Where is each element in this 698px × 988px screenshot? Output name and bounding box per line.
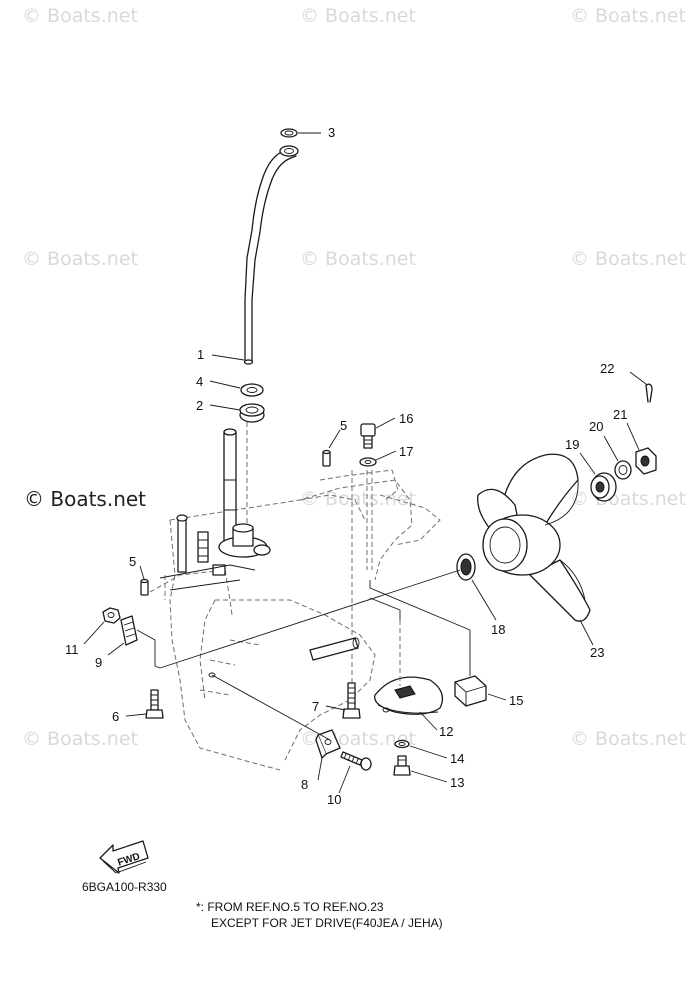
bolt-7 — [342, 682, 361, 719]
watermark: © Boats.net — [300, 488, 416, 510]
drive-shaft — [159, 428, 271, 591]
dowel-pin-top — [322, 449, 331, 467]
grommet — [280, 128, 298, 138]
callout-1: 1 — [197, 347, 204, 362]
cotter-pin-22 — [645, 383, 653, 403]
callout-14: 14 — [450, 751, 464, 766]
bolt-16 — [360, 423, 376, 449]
watermark: © Boats.net — [570, 5, 686, 27]
callout-11: 11 — [65, 642, 79, 657]
thrust-washer-18 — [159, 553, 476, 669]
bolt-6 — [145, 689, 164, 719]
callout-10: 10 — [327, 792, 341, 807]
watermark: © Boats.net — [570, 728, 686, 750]
anode-15 — [369, 580, 487, 707]
callout-7: 7 — [312, 699, 319, 714]
leader-lines — [83, 132, 647, 794]
screw-10 — [340, 751, 372, 771]
watermark: © Boats.net — [22, 248, 138, 270]
watermark: © Boats.net — [300, 248, 416, 270]
drawing-code: 6BGA100-R330 — [82, 880, 167, 894]
lower-casing — [149, 469, 441, 771]
watermark: © Boats.net — [300, 5, 416, 27]
watermark-dark: © Boats.net — [24, 487, 146, 511]
callout-4: 4 — [196, 374, 203, 389]
grommet-9 — [120, 615, 161, 669]
washer-20 — [614, 460, 632, 480]
fwd-arrow: FWD — [99, 840, 149, 874]
callout-8: 8 — [301, 777, 308, 792]
castle-nut-21 — [635, 447, 657, 475]
propeller-23 — [477, 453, 591, 622]
callout-19: 19 — [565, 437, 579, 452]
bolt-13 — [393, 755, 411, 776]
callout-12: 12 — [439, 724, 453, 739]
watermark: © Boats.net — [570, 488, 686, 510]
callout-17: 17 — [399, 444, 413, 459]
callout-5-left: 5 — [129, 554, 136, 569]
watermark: © Boats.net — [22, 728, 138, 750]
propeller-shaft — [309, 637, 360, 661]
spacer-19 — [590, 472, 617, 502]
callout-13: 13 — [450, 775, 464, 790]
callout-22: 22 — [600, 361, 614, 376]
watermark: © Boats.net — [570, 248, 686, 270]
callouts: 3 1 4 2 5 16 17 5 11 9 6 7 8 10 12 14 13… — [65, 125, 627, 807]
callout-23: 23 — [590, 645, 604, 660]
note-line-1: *: FROM REF.NO.5 TO REF.NO.23 — [196, 900, 384, 914]
dowel-pin-left — [140, 578, 149, 596]
callout-3: 3 — [328, 125, 335, 140]
washer-14 — [394, 739, 410, 749]
callout-6: 6 — [112, 709, 119, 724]
callout-20: 20 — [589, 419, 603, 434]
washer-17 — [359, 457, 377, 467]
nut-11 — [102, 607, 121, 624]
watermark: © Boats.net — [22, 5, 138, 27]
callout-5-top: 5 — [340, 418, 347, 433]
callout-9: 9 — [95, 655, 102, 670]
watermarks: © Boats.net © Boats.net © Boats.net © Bo… — [22, 5, 686, 750]
callout-18: 18 — [491, 622, 505, 637]
callout-2: 2 — [196, 398, 203, 413]
callout-15: 15 — [509, 693, 523, 708]
note-line-2: EXCEPT FOR JET DRIVE(F40JEA / JEHA) — [211, 916, 443, 930]
callout-21: 21 — [613, 407, 627, 422]
callout-16: 16 — [399, 411, 413, 426]
water-tube — [243, 145, 299, 365]
trim-tab-12 — [374, 620, 444, 715]
seals — [239, 383, 265, 423]
